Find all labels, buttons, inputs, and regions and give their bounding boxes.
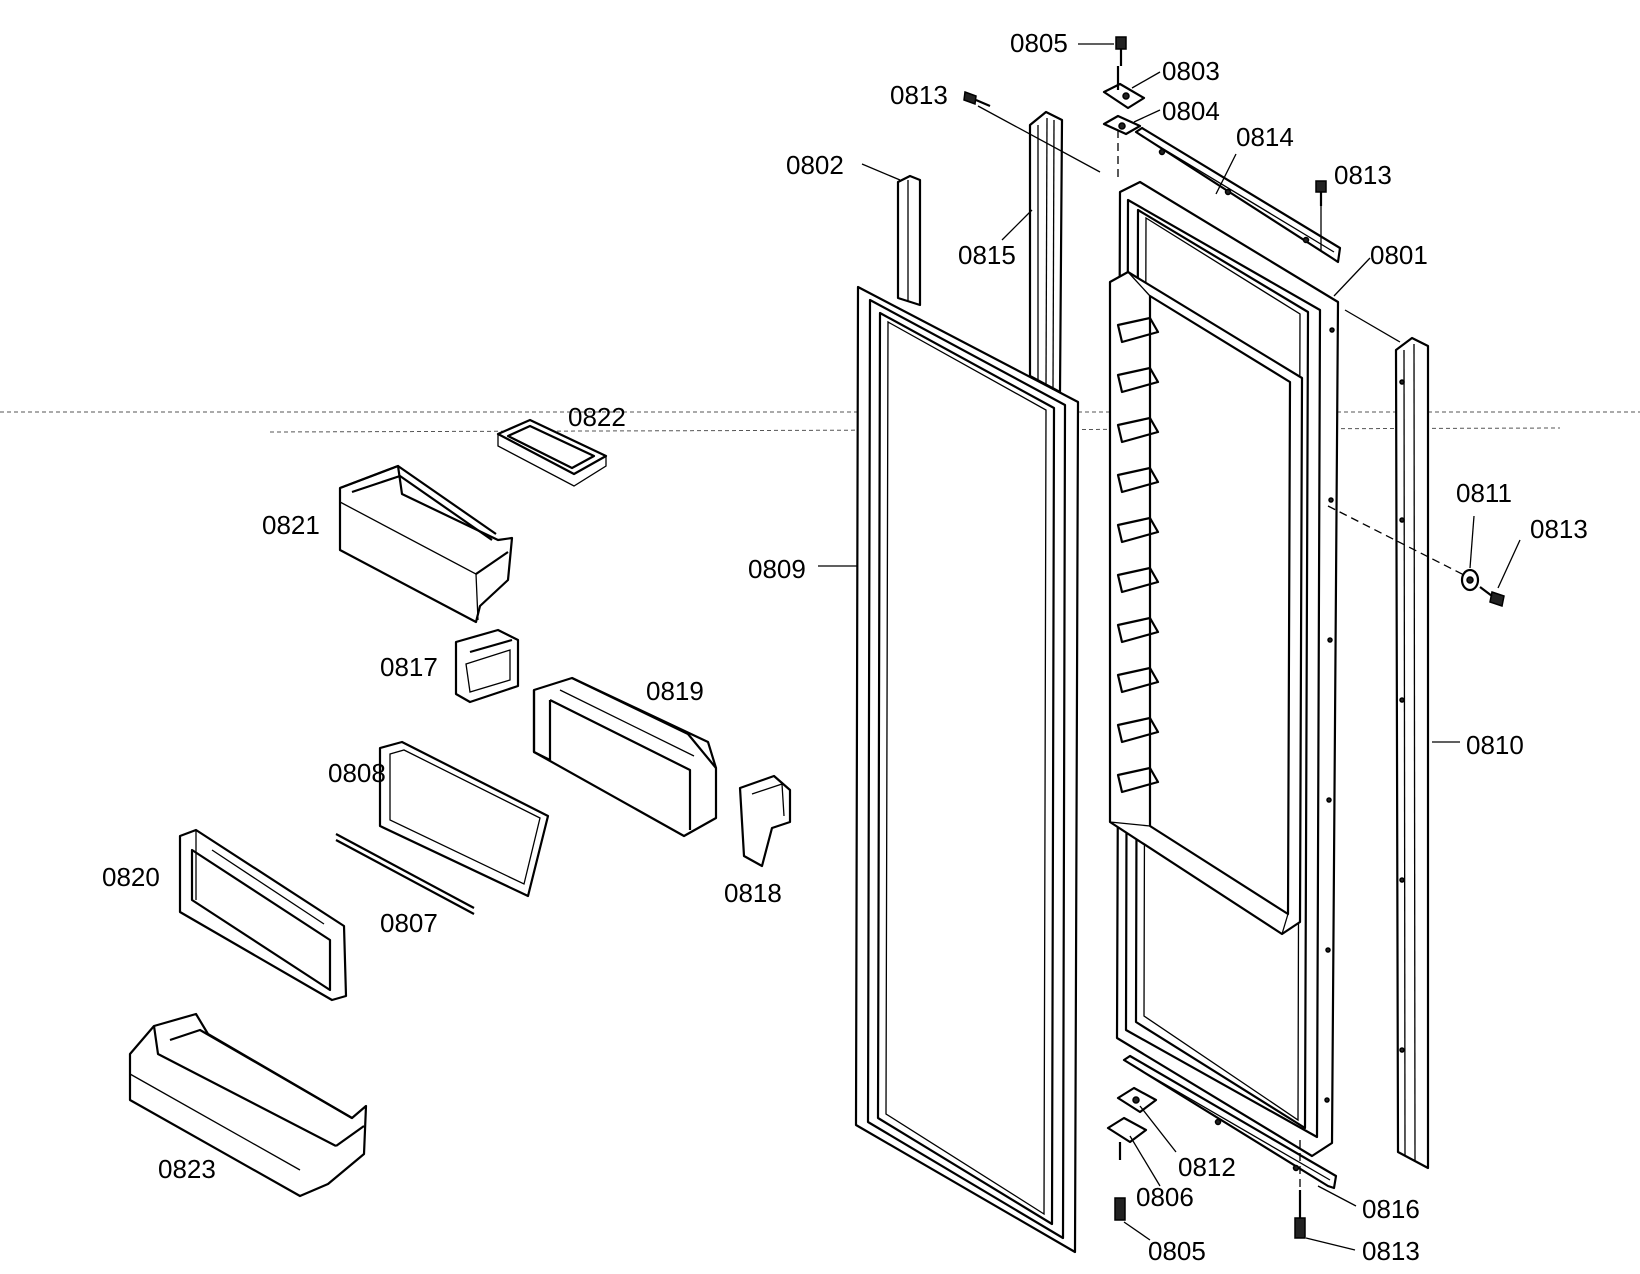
top-bracket-0814 (1134, 126, 1342, 264)
scan-line (0, 411, 1640, 433)
door-panel-0801 (1108, 180, 1340, 1158)
label-0804: 0804 (1162, 96, 1220, 126)
label-0803: 0803 (1162, 56, 1220, 86)
trim-strip-0815 (1028, 110, 1064, 394)
cover-0817 (454, 628, 520, 704)
label-0819: 0819 (646, 676, 704, 706)
label-0810: 0810 (1466, 730, 1524, 760)
label-0806: 0806 (1136, 1182, 1194, 1212)
label-0823: 0823 (158, 1154, 216, 1184)
leader-lines (818, 43, 1521, 1251)
label-0801: 0801 (1370, 240, 1428, 270)
dispenser-panel-0820 (178, 828, 348, 1002)
label-0812: 0812 (1178, 1152, 1236, 1182)
label-0818: 0818 (724, 878, 782, 908)
dispenser-housing-0819 (532, 676, 718, 838)
label-0822: 0822 (568, 402, 626, 432)
label-0811: 0811 (1456, 478, 1512, 508)
door-gasket-0809 (854, 285, 1080, 1254)
frame-0808 (378, 740, 550, 898)
label-0817: 0817 (380, 652, 438, 682)
label-0820: 0820 (102, 862, 160, 892)
hardware (963, 36, 1505, 1239)
label-0805-bottom: 0805 (1148, 1236, 1206, 1266)
label-0813-bottom: 0813 (1362, 1236, 1420, 1266)
strip-0807 (335, 833, 475, 915)
door-bin-0823 (128, 1012, 368, 1198)
part-labels: 0805 0803 0813 0804 0814 0813 0802 0815 … (102, 28, 1588, 1266)
label-0802: 0802 (786, 150, 844, 180)
label-0821: 0821 (262, 510, 320, 540)
bottom-bracket-0816 (1122, 1054, 1338, 1190)
label-0813-top-left: 0813 (890, 80, 948, 110)
label-0815: 0815 (958, 240, 1016, 270)
label-0808: 0808 (328, 758, 386, 788)
label-0809: 0809 (748, 554, 806, 584)
door-bin-0821 (338, 464, 514, 624)
label-0813-right: 0813 (1530, 514, 1588, 544)
small-tray-0822 (496, 418, 608, 487)
label-0807: 0807 (380, 908, 438, 938)
trim-strip-0802 (896, 174, 922, 307)
label-0814: 0814 (1236, 122, 1294, 152)
side-strip-0810 (1394, 336, 1430, 1170)
clip-0818 (738, 774, 792, 868)
label-0813-top-right: 0813 (1334, 160, 1392, 190)
label-0816: 0816 (1362, 1194, 1420, 1224)
label-0805-top: 0805 (1010, 28, 1068, 58)
